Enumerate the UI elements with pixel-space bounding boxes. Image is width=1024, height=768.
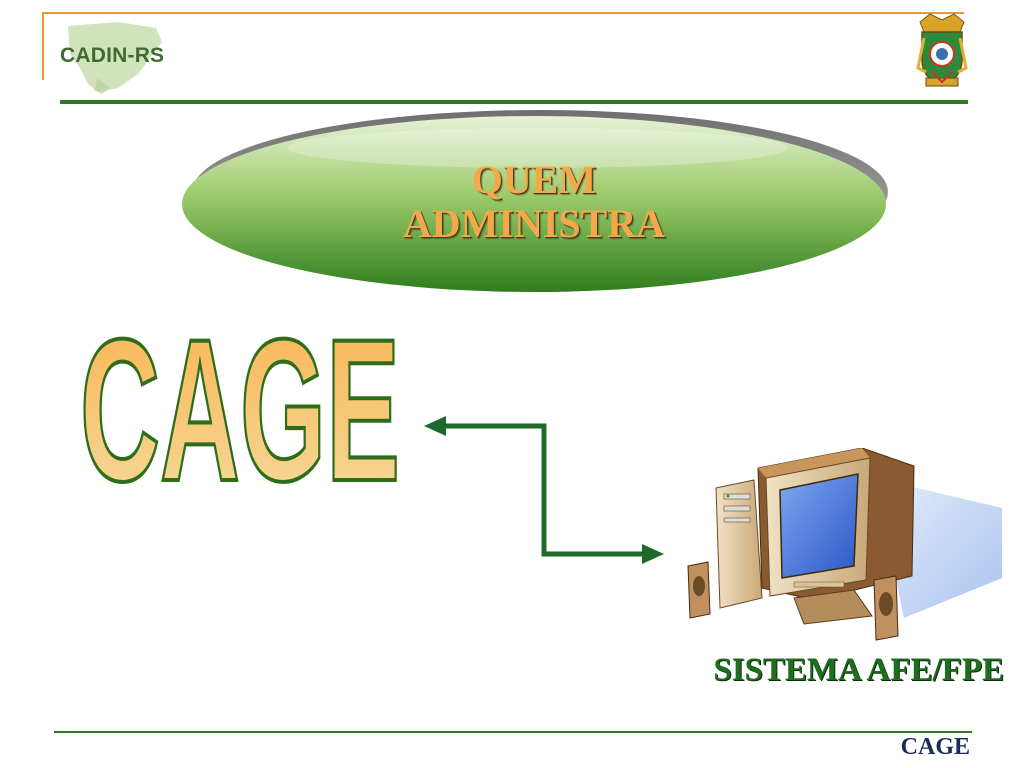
- title-line-1: QUEM: [471, 157, 597, 202]
- title-line-2: ADMINISTRA: [402, 201, 666, 246]
- logo-text: CADIN-RS: [60, 44, 165, 67]
- big-label-wordart: CAGE: [78, 330, 401, 490]
- footer-label: CAGE: [900, 734, 970, 760]
- header-frame-top: [42, 12, 964, 14]
- system-label: SISTEMA AFE/FPE: [713, 652, 1004, 688]
- header-rule: [60, 100, 968, 104]
- header-frame-left: [42, 12, 44, 80]
- computer-icon: [687, 448, 1002, 641]
- big-label: CAGE: [80, 330, 400, 490]
- state-map-logo-icon: [68, 22, 162, 94]
- coat-of-arms-icon: [916, 13, 968, 87]
- bidirectional-arrow-icon: [424, 416, 664, 564]
- slide-title: QUEM ADMINISTRA: [178, 158, 890, 246]
- footer-rule: [54, 731, 972, 733]
- title-ellipse: [182, 110, 888, 292]
